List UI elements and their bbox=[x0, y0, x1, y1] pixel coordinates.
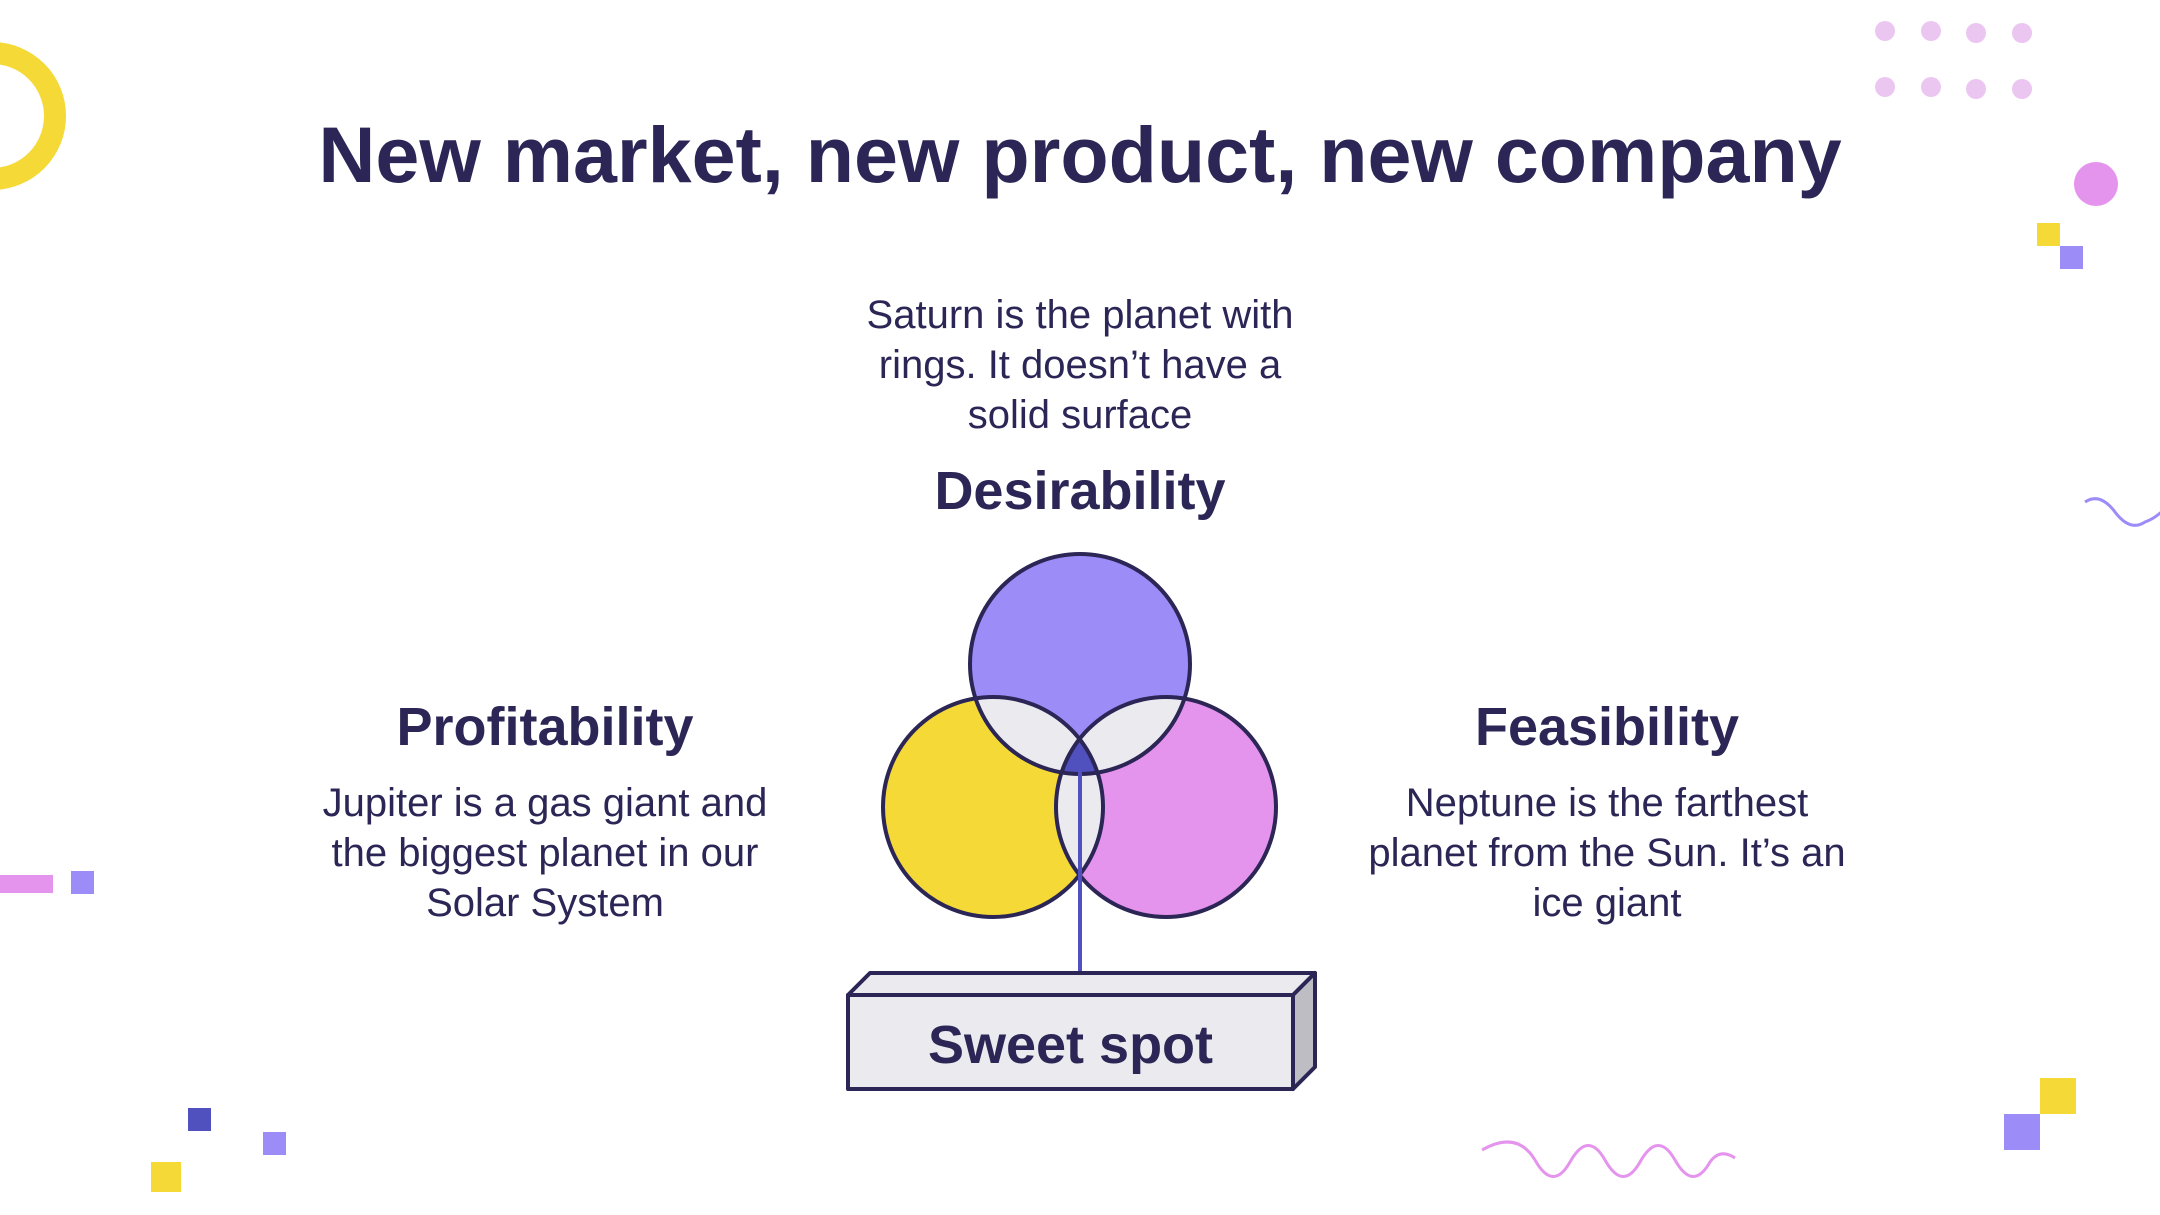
pink-dot-decoration bbox=[2074, 162, 2118, 206]
feasibility-description: Neptune is the farthest planet from the … bbox=[1307, 778, 1907, 928]
yellow-square-bottom-decoration bbox=[151, 1162, 181, 1192]
yellow-square-br-decoration bbox=[2040, 1078, 2076, 1114]
profitability-description-line: Solar System bbox=[426, 881, 664, 925]
feasibility-heading: Feasibility bbox=[1474, 697, 1740, 757]
feasibility-description-line: Neptune is the farthest bbox=[1405, 781, 1809, 825]
desirability-heading: Desirability bbox=[934, 461, 1226, 521]
profitability-description-line: Jupiter is a gas giant and bbox=[322, 781, 768, 825]
slide-title: New market, new product, new company bbox=[318, 110, 1842, 199]
sweet-spot-box-side bbox=[1291, 971, 1317, 1091]
feasibility-description-line: planet from the Sun. It’s an bbox=[1368, 831, 1846, 875]
feasibility-circle-outline bbox=[1054, 695, 1278, 919]
purple-square-left-decoration bbox=[71, 871, 94, 894]
desirability-description-line: solid surface bbox=[967, 393, 1193, 437]
sweet-spot-box-top bbox=[846, 971, 1317, 997]
sweet-spot-box bbox=[846, 993, 1295, 1091]
overlap-top-right bbox=[1056, 697, 1190, 774]
desirability-description-line: Saturn is the planet with bbox=[866, 293, 1294, 337]
desirability-description-line: rings. It doesn’t have a bbox=[878, 343, 1282, 387]
desirability-description: Saturn is the planet with rings. It does… bbox=[780, 290, 1380, 440]
purple-square-decoration bbox=[2060, 246, 2083, 269]
overlap-top-left bbox=[970, 697, 1103, 774]
navy-square-decoration bbox=[188, 1108, 211, 1131]
feasibility-description-line: ice giant bbox=[1532, 881, 1682, 925]
sweet-spot-label: Sweet spot bbox=[927, 1015, 1214, 1075]
profitability-description: Jupiter is a gas giant and the biggest p… bbox=[245, 778, 845, 928]
yellow-ring-decoration bbox=[0, 42, 66, 190]
purple-square-bottom-decoration bbox=[263, 1132, 286, 1155]
pink-dot-grid-decoration bbox=[1875, 21, 2032, 99]
profitability-description-line: the biggest planet in our bbox=[331, 831, 759, 875]
pink-bar-decoration bbox=[0, 875, 53, 893]
purple-square-br-decoration bbox=[2004, 1114, 2040, 1150]
profitability-circle-outline bbox=[881, 695, 1105, 919]
profitability-heading: Profitability bbox=[396, 697, 694, 757]
pink-wave-decoration bbox=[1481, 1140, 1736, 1178]
yellow-square-decoration bbox=[2037, 223, 2060, 246]
purple-wave-decoration bbox=[2084, 497, 2160, 527]
